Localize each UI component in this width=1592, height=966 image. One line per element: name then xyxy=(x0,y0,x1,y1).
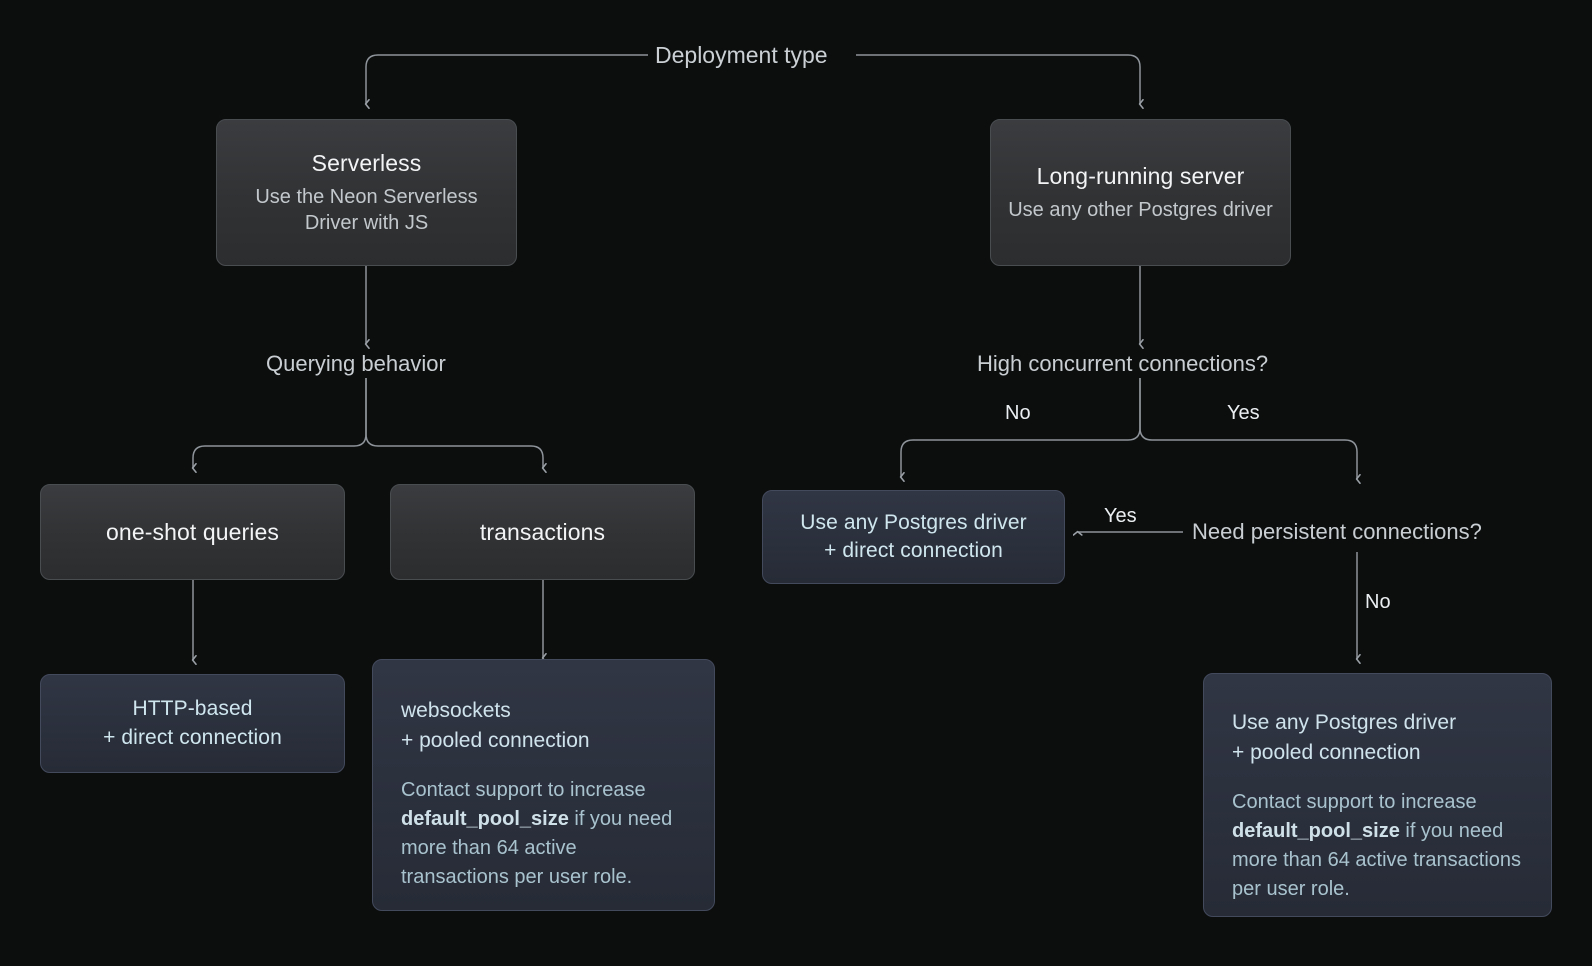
node-postgres-driver-direct-connection[interactable]: Use any Postgres driver + direct connect… xyxy=(762,490,1065,584)
node-transactions-title: transactions xyxy=(479,518,606,545)
node-http-based-line2: + direct connection xyxy=(103,725,282,749)
node-direct-connection-line2: + direct connection xyxy=(824,539,1003,562)
node-pooled-connection-body: Contact support to increase default_pool… xyxy=(1232,788,1523,904)
node-websockets-head-line2: + pooled connection xyxy=(401,728,590,752)
node-websockets-body-code: default_pool_size xyxy=(401,807,569,830)
node-websockets-body-post: if you need more than 64 active transact… xyxy=(401,807,673,888)
node-http-based-line1: HTTP-based xyxy=(132,697,253,721)
node-websockets-head-line1: websockets xyxy=(401,699,511,722)
node-need-persistent-connections: Need persistent connections? xyxy=(1192,519,1482,544)
node-direct-connection-line1: Use any Postgres driver xyxy=(800,510,1027,534)
node-serverless-subtitle: Use the Neon Serverless Driver with JS xyxy=(255,185,478,234)
node-websockets-pooled-connection[interactable]: websockets + pooled connection Contact s… xyxy=(372,659,715,911)
edge-label-persistent-no: No xyxy=(1365,591,1391,613)
node-one-shot-queries[interactable]: one-shot queries xyxy=(40,484,345,580)
node-pooled-connection-head-line1: Use any Postgres driver xyxy=(1232,711,1457,734)
node-http-based-direct-connection[interactable]: HTTP-based + direct connection xyxy=(40,674,345,773)
edge-label-concurrent-no: No xyxy=(1005,402,1031,424)
node-long-running-server[interactable]: Long-running server Use any other Postgr… xyxy=(990,119,1291,266)
node-transactions[interactable]: transactions xyxy=(390,484,695,580)
root-label: Deployment type xyxy=(655,42,828,68)
node-high-concurrent-connections: High concurrent connections? xyxy=(977,351,1269,376)
node-pooled-connection-body-code: default_pool_size xyxy=(1232,819,1400,842)
node-pooled-connection-body-post: if you need more than 64 active transact… xyxy=(1232,819,1522,900)
node-websockets-body-pre: Contact support to increase xyxy=(401,778,646,801)
node-long-running-server-subtitle: Use any other Postgres driver xyxy=(1008,198,1273,221)
edge-label-persistent-yes: Yes xyxy=(1104,505,1137,527)
node-serverless-title: Serverless xyxy=(311,150,422,177)
node-pooled-connection-head-line2: + pooled connection xyxy=(1232,740,1421,764)
node-postgres-driver-pooled-connection[interactable]: Use any Postgres driver + pooled connect… xyxy=(1203,673,1552,917)
node-long-running-server-title: Long-running server xyxy=(1036,163,1245,190)
node-pooled-connection-body-pre: Contact support to increase xyxy=(1232,790,1477,813)
edge-label-concurrent-yes: Yes xyxy=(1227,402,1260,424)
node-serverless[interactable]: Serverless Use the Neon Serverless Drive… xyxy=(216,119,517,266)
node-websockets-body: Contact support to increase default_pool… xyxy=(401,776,686,892)
node-one-shot-queries-title: one-shot queries xyxy=(106,518,279,545)
node-querying-behavior: Querying behavior xyxy=(266,351,446,376)
